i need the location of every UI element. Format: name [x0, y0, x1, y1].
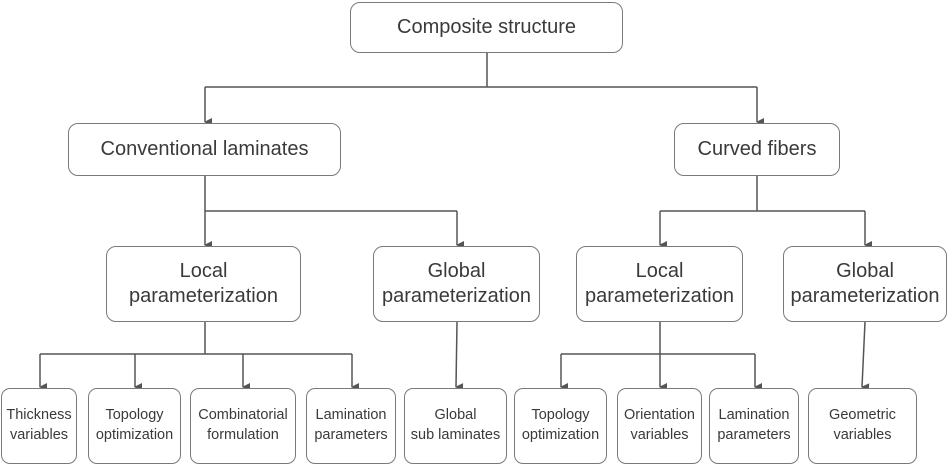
connector-root-to-branches [205, 52, 757, 88]
arrow-to-global-sub [455, 321, 464, 392]
node-composite-structure: Composite structure [350, 2, 623, 53]
node-conventional-laminates: Conventional laminates [68, 123, 341, 176]
leaf-global-sub-laminates: Global sub laminates [404, 388, 507, 464]
connector-curved-local-to-leaves [561, 322, 755, 355]
node-conventional-global-parameterization: Global parameterization [373, 246, 540, 322]
leaf-combinatorial-formulation: Combinatorial formulation [190, 388, 296, 464]
leaf-orientation-variables: Orientation variables [617, 388, 702, 464]
node-conventional-local-parameterization: Local parameterization [106, 246, 301, 322]
arrow-to-geometric [861, 321, 870, 392]
leaf-lamination-parameters-curved: Lamination parameters [709, 388, 799, 464]
node-curved-fibers: Curved fibers [674, 123, 840, 176]
connector-conventional-to-param [204, 176, 457, 212]
leaf-geometric-variables: Geometric variables [808, 388, 917, 464]
connector-curved-to-param [660, 176, 865, 212]
node-curved-local-parameterization: Local parameterization [576, 246, 743, 322]
connector-conv-local-to-leaves [40, 322, 352, 355]
leaf-thickness-variables: Thickness variables [1, 388, 77, 464]
leaf-topology-optimization-conventional: Topology optimization [88, 388, 181, 464]
leaf-lamination-parameters-conventional: Lamination parameters [306, 388, 396, 464]
node-curved-global-parameterization: Global parameterization [783, 246, 947, 322]
leaf-topology-optimization-curved: Topology optimization [514, 388, 607, 464]
